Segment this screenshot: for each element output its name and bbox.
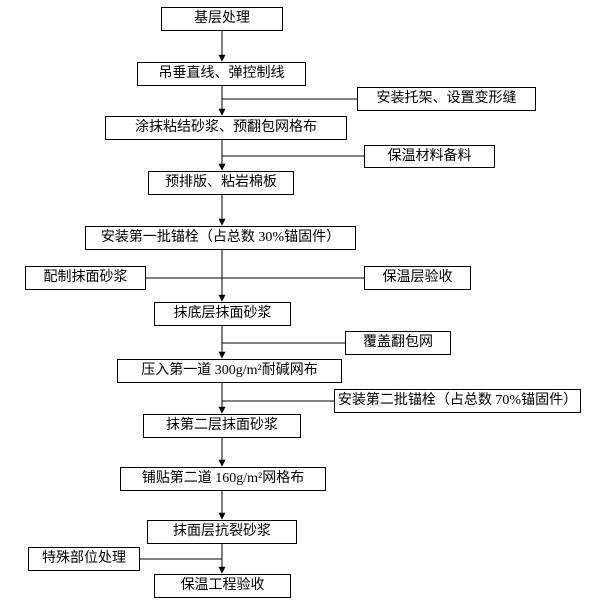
flow-step-apply-bonding-mortar: 涂抹粘结砂浆、预翻包网格布 [105, 116, 347, 140]
side-step-insulation-layer-acceptance: 保温层验收 [364, 266, 471, 290]
flow-step-apply-second-coat: 抹第二层抹面砂浆 [143, 414, 301, 438]
flow-step-hang-vertical-lines: 吊垂直线、弹控制线 [137, 62, 306, 86]
flow-step-insulation-acceptance: 保温工程验收 [154, 574, 291, 598]
flow-step-install-first-anchors: 安装第一批锚栓（占总数 30%锚固件） [85, 226, 356, 250]
flow-step-anticrack-mortar: 抹面层抗裂砂浆 [147, 520, 297, 544]
flow-step-lay-second-mesh: 铺贴第二道 160g/m²网格布 [120, 467, 326, 491]
side-step-material-preparation: 保温材料备料 [364, 145, 495, 168]
side-step-special-parts: 特殊部位处理 [28, 547, 140, 571]
side-step-prepare-mortar: 配制抹面砂浆 [25, 266, 146, 290]
flow-step-prelayout-paste-rockwool: 预排版、粘岩棉板 [148, 171, 294, 195]
side-step-cover-wrap-mesh: 覆盖翻包网 [345, 331, 451, 355]
flow-step-press-first-mesh: 压入第一道 300g/m²耐碱网布 [117, 359, 342, 383]
flow-step-apply-base-coat: 抹底层抹面砂浆 [154, 302, 291, 326]
side-step-install-second-anchors: 安装第二批锚栓（占总数 70%锚固件） [334, 389, 581, 413]
flow-step-base-treatment: 基层处理 [161, 7, 283, 31]
side-step-install-brackets: 安装托架、设置变形缝 [357, 87, 536, 111]
